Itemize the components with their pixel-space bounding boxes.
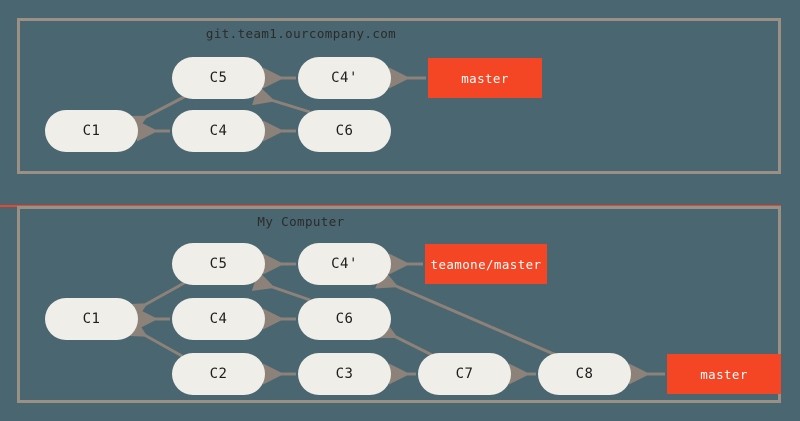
commit-node-C6[interactable]: C6	[298, 298, 391, 340]
commit-node-C1[interactable]: C1	[45, 110, 138, 152]
branch-label-master[interactable]: master	[428, 58, 542, 98]
edge-C5-to-C1	[124, 94, 187, 135]
commit-node-C4[interactable]: C4'	[298, 57, 391, 99]
commit-node-C4[interactable]: C4	[172, 298, 265, 340]
commit-node-C2[interactable]: C2	[172, 353, 265, 395]
edge-C5-to-C1	[124, 280, 187, 323]
commit-node-C4[interactable]: C4	[172, 110, 265, 152]
panel-title-remote-panel: git.team1.ourcompany.com	[205, 26, 397, 41]
commit-node-C7[interactable]: C7	[418, 353, 511, 395]
edge-C6-to-C5	[252, 85, 311, 114]
commit-node-C8[interactable]: C8	[538, 353, 631, 395]
edge-C8-to-C4	[375, 269, 557, 357]
edge-C2-to-C1	[124, 317, 183, 358]
edge-C7-to-C6	[374, 319, 433, 357]
panel-frame-remote-panel	[17, 18, 781, 174]
panel-frame-local-panel	[17, 206, 781, 403]
panel-title-local-panel: My Computer	[257, 214, 345, 229]
branch-label-master[interactable]: master	[667, 354, 781, 394]
commit-node-C5[interactable]: C5	[172, 243, 265, 285]
commit-node-C1[interactable]: C1	[45, 298, 138, 340]
commit-node-C6[interactable]: C6	[298, 110, 391, 152]
commit-node-C4[interactable]: C4'	[298, 243, 391, 285]
branch-label-teamone-master[interactable]: teamone/master	[425, 244, 547, 284]
commit-node-C3[interactable]: C3	[298, 353, 391, 395]
edge-C6-to-C5	[251, 271, 311, 302]
commit-node-C5[interactable]: C5	[172, 57, 265, 99]
